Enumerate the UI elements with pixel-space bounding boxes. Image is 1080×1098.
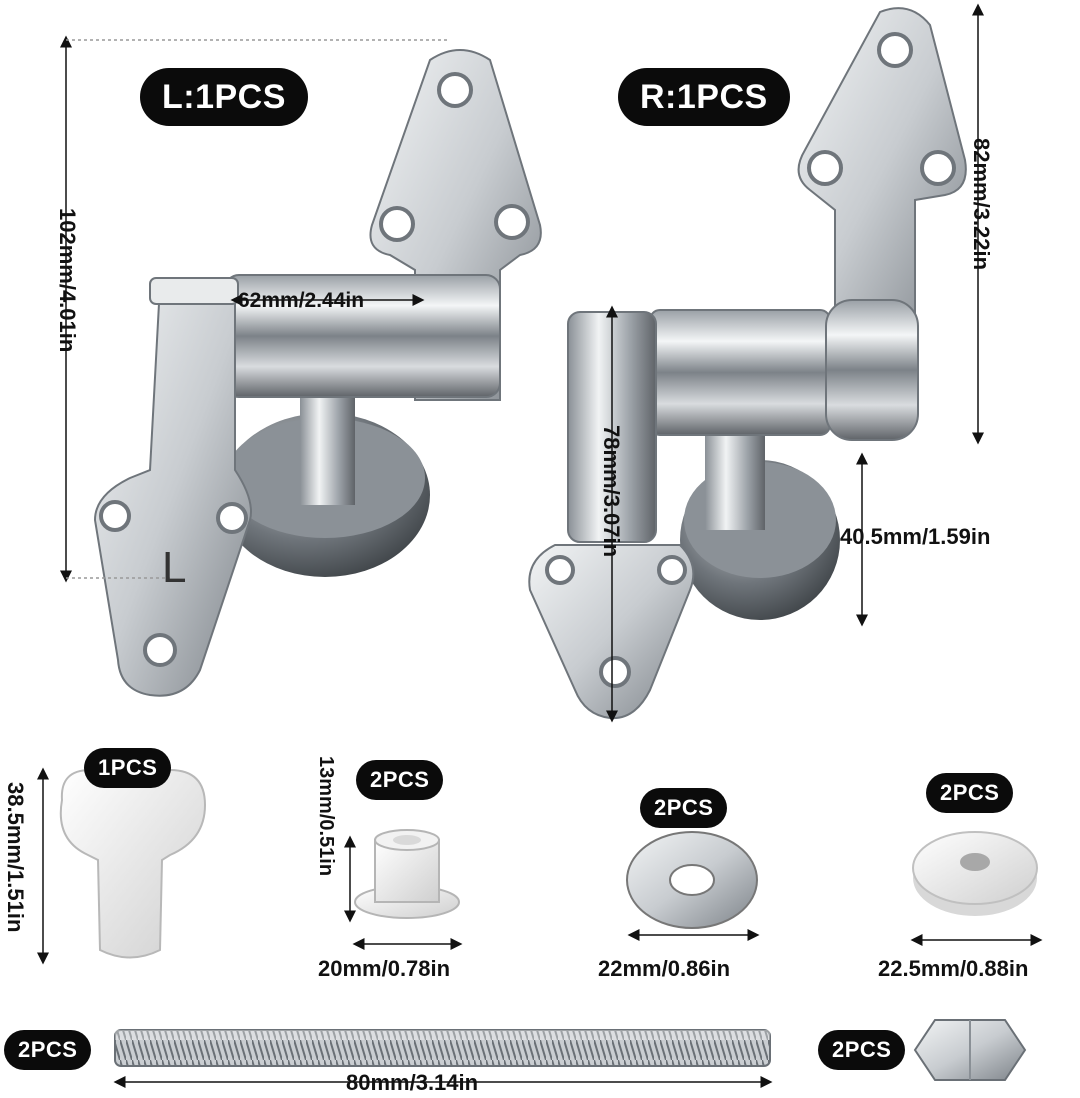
plastic-washer-width-label: 22.5mm/0.88in	[878, 956, 1029, 981]
bushing-qty-badge: 2PCS	[356, 760, 444, 800]
rod-qty-badge: 2PCS	[4, 1030, 92, 1070]
threaded-rod-icon	[114, 1029, 771, 1067]
metal-washer-icon	[626, 831, 758, 929]
metal-washer-width-label: 22mm/0.86in	[598, 956, 731, 981]
key-height-label: 38.5mm/1.51in	[3, 782, 28, 933]
right-height-label: 82mm/3.22in	[969, 138, 994, 271]
dimension-lines	[37, 3, 1043, 1088]
plastic-washer-icon	[912, 831, 1038, 916]
right-arm-label: 78mm/3.07in	[599, 425, 624, 558]
left-width-label: 62mm/2.44in	[238, 289, 365, 312]
hex-nut-icon	[913, 1019, 1027, 1081]
rod-length-label: 80mm/3.14in	[346, 1070, 479, 1095]
bushing-width-label: 20mm/0.78in	[318, 956, 451, 981]
plastic-washer-qty-badge: 2PCS	[926, 773, 1014, 813]
nut-qty-badge: 2PCS	[818, 1030, 906, 1070]
right-base-label: 40.5mm/1.59in	[840, 524, 991, 549]
left-hinge-icon	[93, 49, 542, 697]
key-icon	[59, 766, 207, 959]
bushing-height-label: 13mm/0.51in	[315, 756, 337, 877]
hinge-l-letter: L	[162, 543, 186, 592]
right-hinge-qty-badge: R:1PCS	[618, 68, 790, 126]
key-qty-badge: 1PCS	[84, 748, 172, 788]
left-height-label: 102mm/4.01in	[55, 208, 80, 353]
metal-washer-qty-badge: 2PCS	[640, 788, 728, 828]
bushing-icon	[354, 829, 460, 919]
left-hinge-qty-badge: L:1PCS	[140, 68, 308, 126]
